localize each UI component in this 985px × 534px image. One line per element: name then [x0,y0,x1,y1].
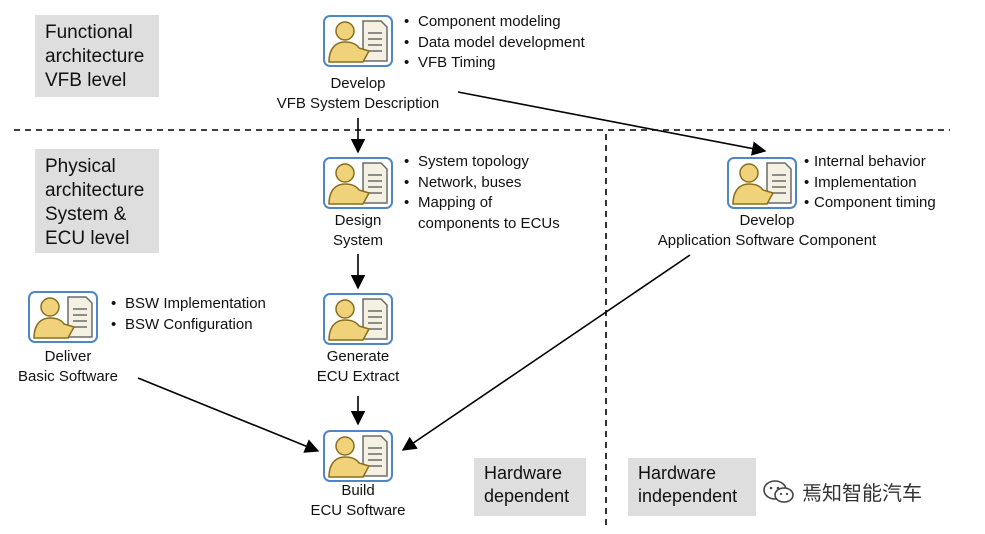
hw-independent-line-1: Hardware [638,463,717,483]
task-item: Network, buses [404,173,560,194]
physical-line-2: architecture [45,180,145,201]
develop-vfb-activity-icon [323,15,393,67]
build-ecu-label-line-2: ECU Software [310,502,406,519]
develop-swc-label-line-1: Develop [739,212,795,229]
task-item: VFB Timing [404,53,585,74]
functional-line-1: Functional [45,22,133,43]
develop-swc-label: Develop Application Software Component [637,211,897,251]
task-item: Component modeling [404,12,585,33]
task-item: BSW Configuration [111,315,266,336]
generate-extract-label-line-2: ECU Extract [316,368,400,385]
develop-vfb-label-line-2: VFB System Description [276,95,440,112]
watermark-text: 焉知智能汽车 [802,483,922,505]
design-system-label: Design System [308,211,408,251]
task-item: Implementation [804,173,936,194]
develop-swc-tasks: Internal behavior Implementation Compone… [804,152,936,214]
develop-swc-label-line-2: Application Software Component [657,232,877,249]
hw-dependent-line-1: Hardware [484,463,563,483]
deliver-bsw-activity-icon [28,291,98,343]
arrow-bsw-to-build [137,377,320,453]
hardware-dependent-box: Hardware dependent [474,458,586,516]
deliver-bsw-label-line-2: Basic Software [17,368,119,385]
physical-line-3: System & [45,204,127,225]
design-system-label-line-2: System [332,232,383,249]
arrow-vfb-to-swc [457,91,767,156]
task-item: Mapping of [404,193,560,214]
arrow-swc-to-build [401,254,691,451]
functional-line-2: architecture [45,46,145,67]
watermark: 焉知智能汽车 [762,477,922,506]
deliver-bsw-label: Deliver Basic Software [8,347,128,387]
task-item: BSW Implementation [111,294,266,315]
design-system-tasks: System topology Network, buses Mapping o… [404,152,560,234]
hardware-independent-box: Hardware independent [628,458,756,516]
task-item-continuation: components to ECUs [418,214,560,232]
design-system-label-line-1: Design [334,212,382,229]
develop-swc-activity-icon [727,157,797,209]
task-item: Internal behavior [804,152,936,173]
build-ecu-label: Build ECU Software [298,481,418,521]
functional-architecture-box: Functional architecture VFB level [35,15,159,97]
generate-extract-label: Generate ECU Extract [303,347,413,387]
develop-vfb-tasks: Component modeling Data model developmen… [404,12,585,74]
develop-vfb-label-line-1: Develop [330,75,386,92]
generate-extract-label-line-1: Generate [326,348,390,365]
task-item: Data model development [404,33,585,54]
physical-architecture-box: Physical architecture System & ECU level [35,149,159,253]
deliver-bsw-label-line-1: Deliver [44,348,92,365]
task-item: System topology [404,152,560,173]
hw-dependent-line-2: dependent [484,486,570,506]
hw-independent-line-2: independent [638,486,738,506]
physical-line-4: ECU level [45,228,130,249]
develop-vfb-label: Develop VFB System Description [258,74,458,114]
build-ecu-activity-icon [323,430,393,482]
build-ecu-label-line-1: Build [341,482,375,499]
design-system-activity-icon [323,157,393,209]
physical-line-1: Physical [45,156,116,177]
functional-line-3: VFB level [45,70,127,91]
deliver-bsw-tasks: BSW Implementation BSW Configuration [111,294,266,335]
generate-extract-activity-icon [323,293,393,345]
wechat-logo-icon [763,479,794,503]
task-item: Component timing [804,193,936,214]
